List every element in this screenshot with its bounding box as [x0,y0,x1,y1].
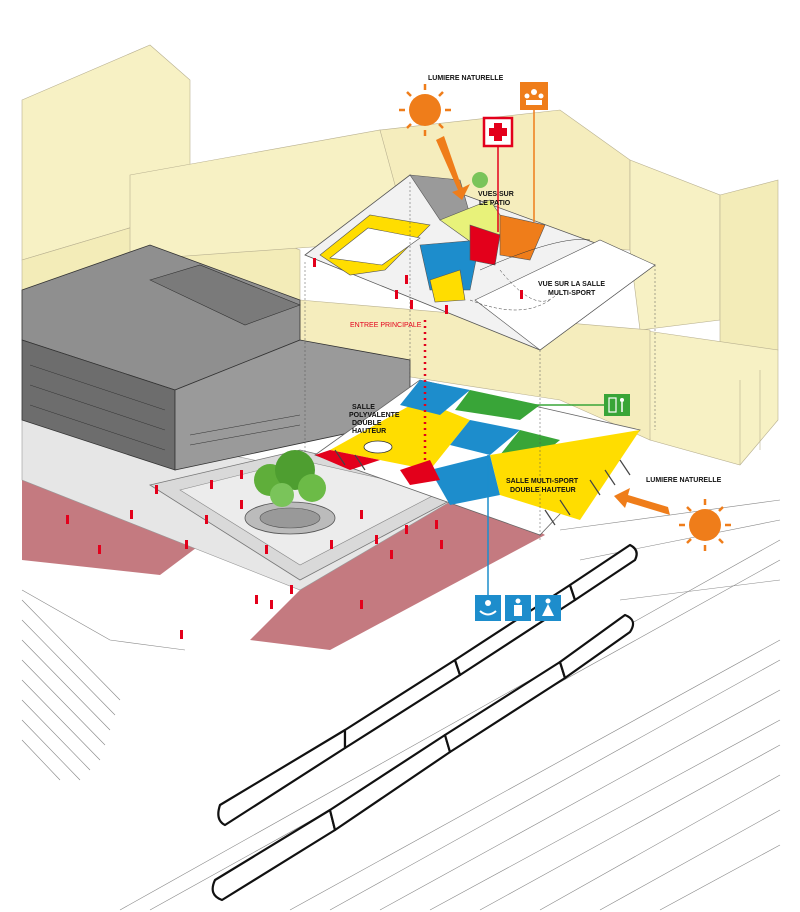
lumiere-right-label: LUMIERE NATURELLE [646,477,722,484]
lumiere-top-label: LUMIERE NATURELLE [428,75,504,82]
upper-floor-plan [304,174,656,351]
salle-multisport-label-2: DOUBLE HAUTEUR [510,487,576,494]
entree-principale-label: ENTREE PRINCIPALE [350,322,422,329]
light-arrow-right [614,488,670,515]
meeting-room-icon [520,82,548,222]
womens-toilet-icon [535,595,561,621]
vues-patio-label-2: LE PATIO [479,200,511,207]
vue-salle-label-2: MULTI-SPORT [548,290,596,297]
people-figures [66,258,523,639]
locker-room-icon [530,394,630,416]
first-aid-cross-icon [482,116,514,232]
railway-tracks [21,499,781,911]
projection-lines [304,182,656,540]
existing-building [21,244,411,471]
sun-icon [679,499,731,551]
light-arrow-top [436,136,470,200]
ground-floor-plan [314,379,641,536]
tree [244,172,488,535]
vues-patio-label-1: VUES SUR [478,191,514,198]
vue-salle-label-1: VUE SUR LA SALLE [538,281,605,288]
salle-polyvalente-label-4: HAUTEUR [352,428,386,435]
salle-polyvalente-label-2: POLYVALENTE [349,412,400,419]
sun-icon [399,84,451,136]
mens-toilet-icon [505,595,531,621]
trains [211,543,638,902]
salle-polyvalente-label-3: DOUBLE [352,420,382,427]
baby-changing-icon [475,455,501,621]
salle-polyvalente-label-1: SALLE [352,404,375,411]
salle-multisport-label-1: SALLE MULTI-SPORT [506,478,579,485]
